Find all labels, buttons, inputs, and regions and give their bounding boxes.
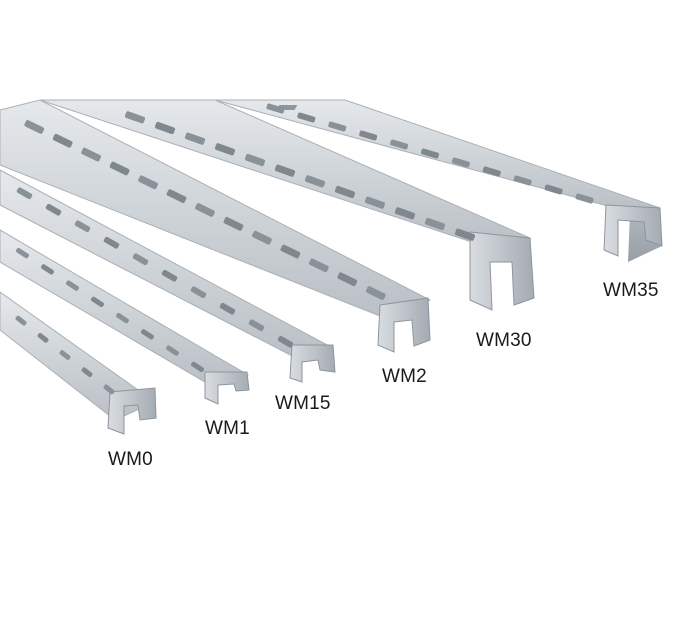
channel-wm15 [0,169,336,383]
perforation-slot [37,332,49,343]
perforation-slot [482,166,501,177]
perforation-slot [91,296,104,308]
perforation-slot [59,350,71,360]
perforation-slot [190,286,207,299]
perforation-slot [280,244,301,259]
perforation-slot [66,280,79,291]
perforation-slot [365,286,386,300]
perforation-slot [116,312,129,324]
perforation-slot [184,132,206,145]
perforation-slot [166,345,179,356]
perforation-slot [124,111,146,124]
perforation-slot [16,247,29,259]
perforation-slot [248,319,265,332]
perforation-slot [274,164,296,177]
perforation-slot [394,207,416,220]
perforation-slot [277,335,294,348]
label-wm35: WM35 [603,280,659,301]
perforation-slot [109,161,130,176]
perforation-slot [451,157,470,168]
channel-wm1 [0,229,250,405]
perforation-slot [359,130,378,141]
perforation-slot [420,148,440,159]
perforation-slot [154,121,176,135]
perforation-slot [266,103,285,114]
perforation-slot [364,196,386,209]
perforation-slot [244,153,266,167]
perforation-slot [81,367,93,378]
perforation-slot [223,216,244,231]
perforation-slot [544,184,563,195]
perforation-slot [424,217,446,231]
label-wm15: WM15 [275,393,331,414]
perforation-slot [252,230,272,245]
perforation-slot [334,185,356,199]
label-wm2: WM2 [382,366,427,387]
perforation-slot [15,315,27,326]
channel-wm0 [0,291,157,435]
perforation-slot [328,121,347,132]
perforation-slot [166,189,187,204]
perforation-slot [74,220,91,233]
perforation-slot [195,203,215,217]
perforation-slot [454,228,476,241]
perforation-slot [513,175,532,186]
perforation-slot [103,236,120,249]
label-wm0: WM0 [108,449,153,470]
perforation-slot [390,139,409,150]
perforation-slot [45,203,62,216]
perforation-slot [81,147,102,162]
perforation-slot [103,384,115,395]
perforation-slot [52,133,73,148]
perforation-slot [219,302,236,315]
perforation-slot [337,272,358,287]
perforation-slot [161,269,178,282]
perforation-slot [191,361,204,373]
perforation-slot [16,187,33,200]
perforation-slot [575,193,594,204]
channel-perforations [15,103,594,395]
perforation-slot [214,143,236,156]
perforation-slot [41,264,54,275]
label-wm1: WM1 [205,418,250,439]
perforation-slot [308,258,329,273]
perforation-slot [138,175,158,190]
perforation-slot [132,253,149,266]
perforation-slot [297,112,316,123]
perforation-slot [304,175,326,188]
label-wm30: WM30 [476,330,532,351]
perforation-slot [141,329,154,340]
perforation-slot [24,120,45,134]
